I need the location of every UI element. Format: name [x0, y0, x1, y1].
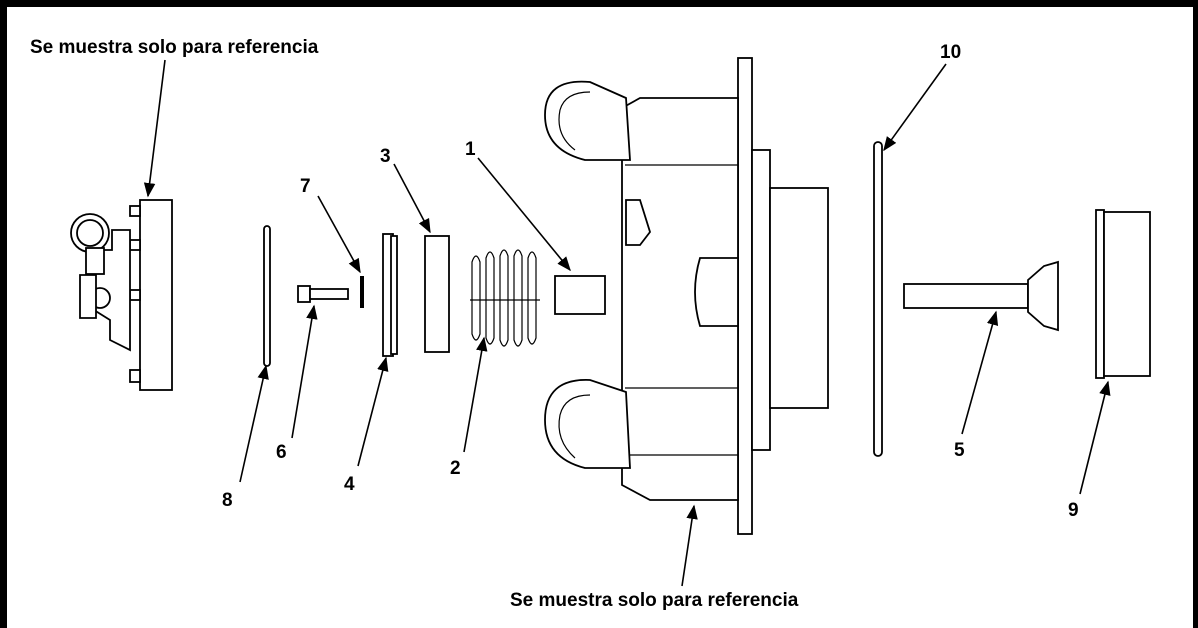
callout-4: 4 — [344, 474, 355, 495]
callout-10: 10 — [940, 42, 961, 63]
part-5-pin — [903, 260, 1059, 332]
part-8-plate — [263, 225, 271, 367]
part-6-bolt — [297, 285, 349, 303]
callout-3: 3 — [380, 146, 391, 167]
reference-latch-assembly — [70, 199, 173, 391]
reference-note-bottom: Se muestra solo para referencia — [510, 590, 799, 611]
reference-housing — [544, 57, 829, 535]
callout-9: 9 — [1068, 500, 1079, 521]
callout-6: 6 — [276, 442, 287, 463]
callout-8: 8 — [222, 490, 233, 511]
callout-5: 5 — [954, 440, 965, 461]
part-1-insert — [554, 275, 606, 315]
callout-7: 7 — [300, 176, 311, 197]
reference-note-top: Se muestra solo para referencia — [30, 37, 319, 58]
part-3-block — [424, 235, 450, 353]
part-4-bracket — [382, 233, 398, 357]
callout-2: 2 — [450, 458, 461, 479]
callout-1: 1 — [465, 139, 476, 160]
part-2-spring — [470, 249, 540, 347]
part-7-washer — [360, 276, 364, 308]
part-9-cap — [1095, 209, 1151, 379]
part-10-gasket — [873, 141, 883, 457]
leader-lines — [143, 59, 1111, 587]
